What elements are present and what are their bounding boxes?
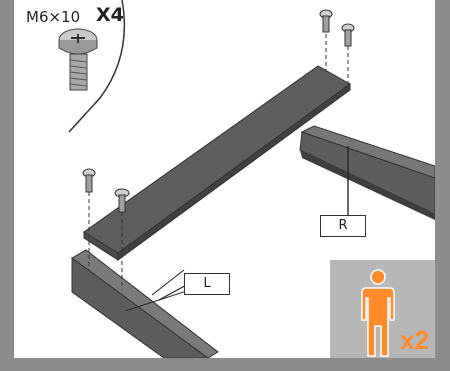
part-label-l: L <box>184 273 230 295</box>
assembly-step-panel: M6×10 X4 R L x2 <box>14 0 435 358</box>
screw-quantity-label: X4 <box>96 4 124 26</box>
left-rail <box>71 249 219 358</box>
people-count-label: x2 <box>400 325 429 355</box>
assembly-diagram <box>58 0 435 358</box>
hex-socket-screw-icon <box>58 28 98 91</box>
screw-bottom-left <box>82 168 96 270</box>
screw-top-left <box>319 9 333 72</box>
crossbar-beam <box>83 65 351 261</box>
people-required-box: x2 <box>330 260 435 358</box>
screw-bottom-right <box>114 188 130 290</box>
screw-top-right <box>341 23 355 86</box>
person-icon <box>361 269 395 357</box>
right-rail <box>299 125 435 220</box>
callout-arc <box>68 0 126 133</box>
screw-size-label: M6×10 <box>26 8 81 26</box>
part-label-r: R <box>320 215 366 237</box>
